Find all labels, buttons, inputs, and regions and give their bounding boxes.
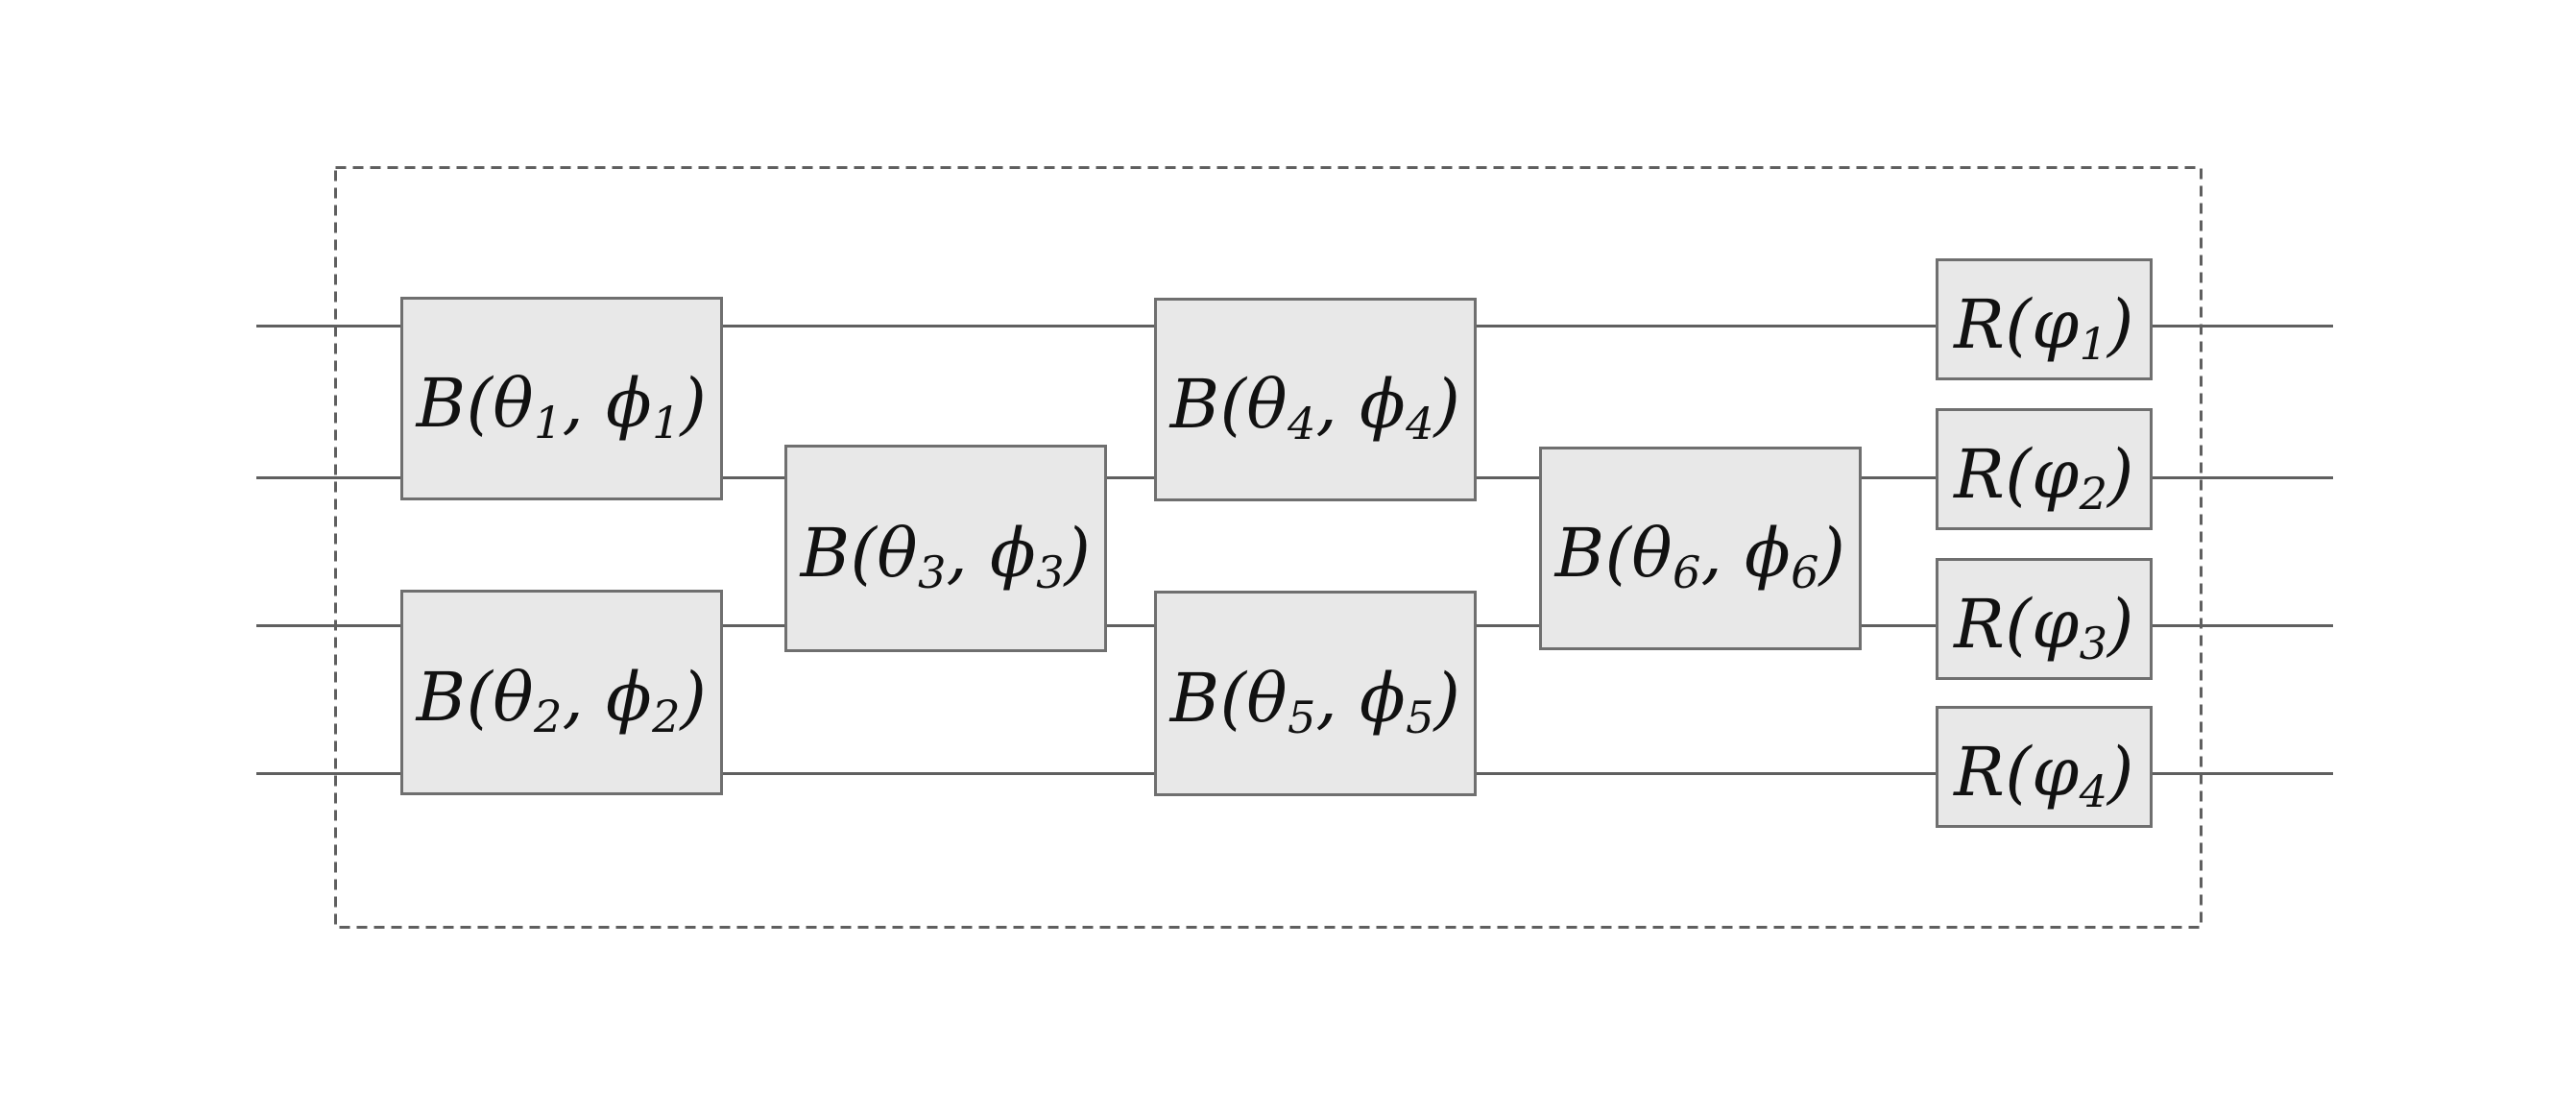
gate-B6: B(θ6, ϕ6) xyxy=(1539,447,1862,650)
gate-R4: R(φ4) xyxy=(1936,706,2153,828)
gate-R3-label: R(φ3) xyxy=(1954,584,2134,669)
gate-B4: B(θ4, ϕ4) xyxy=(1154,298,1477,501)
gate-R1: R(φ1) xyxy=(1936,258,2153,380)
gate-B5: B(θ5, ϕ5) xyxy=(1154,591,1477,796)
gate-R2: R(φ2) xyxy=(1936,408,2153,530)
gate-B2: B(θ2, ϕ2) xyxy=(400,590,723,795)
gate-B6-label: B(θ6, ϕ6) xyxy=(1554,514,1846,598)
gate-B5-label: B(θ5, ϕ5) xyxy=(1169,659,1461,743)
dashed-boundary-rect xyxy=(334,166,2203,929)
gate-R1-label: R(φ1) xyxy=(1954,284,2134,370)
gate-B1: B(θ1, ϕ1) xyxy=(400,297,723,500)
gate-B2-label: B(θ2, ϕ2) xyxy=(416,658,708,742)
gate-B1-label: B(θ1, ϕ1) xyxy=(416,364,708,449)
gate-R4-label: R(φ4) xyxy=(1954,732,2134,817)
gate-B4-label: B(θ4, ϕ4) xyxy=(1169,365,1461,449)
gate-R3: R(φ3) xyxy=(1936,558,2153,680)
gate-B3: B(θ3, ϕ3) xyxy=(784,445,1107,652)
gate-R2-label: R(φ2) xyxy=(1954,434,2134,520)
gate-B3-label: B(θ3, ϕ3) xyxy=(800,514,1092,598)
